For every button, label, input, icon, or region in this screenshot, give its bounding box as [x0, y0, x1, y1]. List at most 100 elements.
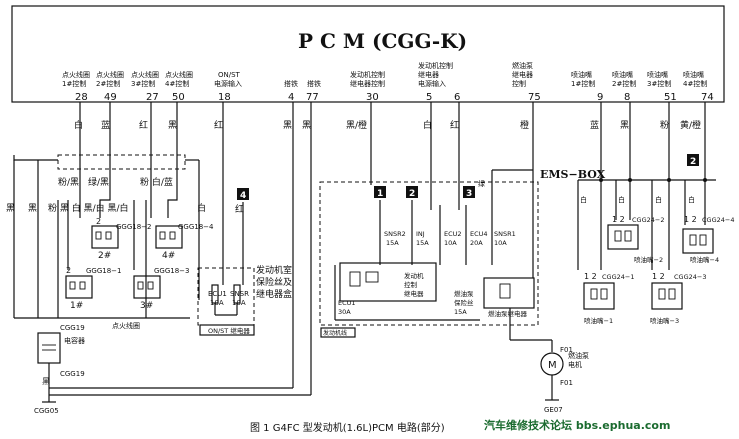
pump-relay-label: 燃油泵继电器: [488, 309, 528, 318]
eng-relay-l3: 继电器: [404, 289, 424, 298]
pin-number: 27: [146, 92, 159, 103]
onst-ecu1: ECU1: [208, 290, 227, 298]
inj3-pins: 1 2: [652, 272, 665, 281]
wire-color: 粉: [660, 119, 669, 131]
coil-3-connector: GGG18−3: [154, 267, 190, 275]
pin-caption-pump-l1: 燃油泵: [512, 61, 533, 70]
pump-fuse-l1: 燃油泵: [454, 289, 474, 298]
wire-color: 黑: [620, 120, 629, 131]
wire-color: 红: [214, 119, 223, 131]
engine-box-l3: 继电器盒: [256, 288, 292, 300]
marker-4-text: 4: [240, 191, 246, 201]
engine-wire-label: 发动机线: [323, 329, 347, 337]
pin-number: 4: [288, 92, 294, 103]
pin-caption-inj4-l1: 喷油嘴: [683, 70, 704, 79]
pcm-pin-captions: 点火线圈 1#控制 点火线圈 2#控制 点火线圈 3#控制 点火线圈 4#控制 …: [62, 61, 707, 88]
onst-relay-box: 红 ECU1 10A SNSR 10A ON/ST 继电器 发动机室 保险丝及 …: [197, 202, 292, 336]
pin-caption-engpwr-l1: 发动机控制: [418, 61, 453, 70]
pin-number: 18: [218, 92, 231, 103]
pin-number: 5: [426, 92, 432, 103]
wire-color: 黑: [283, 120, 292, 131]
pin-caption-ign1-l1: 点火线圈: [62, 70, 90, 79]
inj1-label: 喷油嘴−1: [584, 316, 613, 325]
fuse-snsr2-amp: 15A: [386, 239, 399, 247]
condenser-label: 电容器: [64, 336, 85, 345]
inj2-label: 喷油嘴−2: [634, 255, 663, 264]
marker-2: [406, 186, 418, 198]
coil-2-label: 2#: [98, 251, 111, 261]
ground-cgg05: CGG05: [34, 407, 59, 415]
wire-color: 黄/橙: [680, 119, 701, 131]
pin-caption-engpwr-l2: 继电器: [418, 70, 439, 79]
wire-color: 黑/橙: [346, 119, 367, 131]
engine-box-l1: 发动机室: [256, 264, 292, 276]
pin-caption-inj3-l1: 喷油嘴: [647, 70, 668, 79]
inj1-pins: 1 2: [584, 272, 597, 281]
ems-green: 绿: [478, 179, 485, 188]
marker-2-text: 2: [409, 189, 415, 199]
pin-caption-onst-l1: ON/ST: [218, 71, 241, 79]
coil-2-pins: 2: [96, 217, 101, 226]
pin-caption-ign3-l1: 点火线圈: [131, 70, 159, 79]
fuse-ecu4-amp: 20A: [470, 239, 483, 247]
coil-4-connector: GGG18−4: [178, 223, 214, 231]
wire-color: 蓝: [590, 119, 599, 131]
fuse-ecu2-amp: 10A: [444, 239, 457, 247]
pin-number: 74: [701, 92, 714, 103]
pin-number: 9: [597, 92, 603, 103]
pin-caption-engrelay-l1: 发动机控制: [350, 70, 385, 79]
pump-m: M: [548, 360, 557, 371]
onst-red: 红: [235, 203, 244, 215]
pin-number: 75: [528, 92, 541, 103]
pcm-module: P C M (CGG-K): [11, 5, 725, 103]
pcm-wires: [79, 102, 706, 395]
fuse-snsr1: SNSR1: [494, 230, 516, 238]
fuse-snsr1-amp: 10A: [494, 239, 507, 247]
onst-10a-b: 10A: [232, 299, 246, 307]
ems-box-title: EMS−BOX: [540, 168, 606, 181]
coil-3-label: 3#: [140, 301, 153, 311]
injector-section: 1 2 CGG24−2 喷油嘴−2 1 2 CGG24−4 喷油嘴−4 1 2 …: [577, 178, 734, 325]
inj4-connector: CGG24−4: [702, 216, 734, 224]
pcm-pin-numbers: 28 49 27 50 18 4 77 30 5 6 75 9 8 51 74: [75, 92, 714, 103]
fuse-ecu2: ECU2: [444, 230, 462, 238]
pin-number: 50: [172, 92, 185, 103]
pin-caption-ign1-l2: 1#控制: [62, 79, 86, 88]
marker-3-text: 3: [466, 189, 472, 199]
inj4-pins: 1 2: [684, 215, 697, 224]
wire-color-labels: 白 蓝 红 黑 红 黑 黑 黑/橙 白 红 橙 蓝 黑 粉 黄/橙: [74, 119, 701, 131]
pin-caption-gnd2: 搭铁: [307, 79, 321, 88]
fuse-inj-amp: 15A: [416, 239, 429, 247]
marker-2-right-text: 2: [690, 157, 696, 167]
inj3-connector: CGG24−3: [674, 273, 706, 281]
marker-1-text: 1: [377, 189, 383, 199]
wire-color: 白: [74, 119, 83, 131]
pin-number: 6: [454, 92, 460, 103]
coil-1-connector: GGG18−1: [86, 267, 122, 275]
inj-wire-white-3: 白: [655, 195, 662, 204]
pump-fuse-l2: 保险丝: [454, 298, 474, 307]
label-row-colors: 粉 黑 白 黑/白 黑/白: [48, 202, 129, 214]
pin-number: 51: [664, 92, 677, 103]
onst-relay-label: ON/ST 继电器: [208, 326, 250, 335]
pin-caption-inj3-l2: 3#控制: [647, 79, 671, 88]
pin-caption-ign2-l2: 2#控制: [96, 79, 120, 88]
pin-number: 77: [306, 92, 319, 103]
cgg19-bottom: CGG19: [60, 370, 85, 378]
wire-color: 黑: [168, 120, 177, 131]
fuse-snsr2: SNSR2: [384, 230, 406, 238]
inj-wire-white-1: 白: [580, 195, 587, 204]
ignition-section: 粉/黑 绿/黑 粉 白/蓝 黑 黑 粉 黑 白 黑/白 黑/白 白 2 GGG1…: [6, 154, 311, 415]
pump-ground: GE07: [544, 406, 563, 414]
eng-relay-l1: 发动机: [404, 271, 424, 280]
label-pink-white-blue: 粉 白/蓝: [140, 176, 173, 188]
marker-2-right: [687, 154, 699, 166]
label-white: 白: [197, 202, 206, 214]
wire-color: 蓝: [101, 119, 110, 131]
fuse-ecu1-amp: 30A: [338, 308, 351, 316]
inj2-connector: CGG24−2: [632, 216, 664, 224]
coil-4-label: 4#: [162, 251, 175, 261]
fuse-inj: INJ: [416, 230, 425, 238]
pin-caption-inj2-l2: 2#控制: [612, 79, 636, 88]
